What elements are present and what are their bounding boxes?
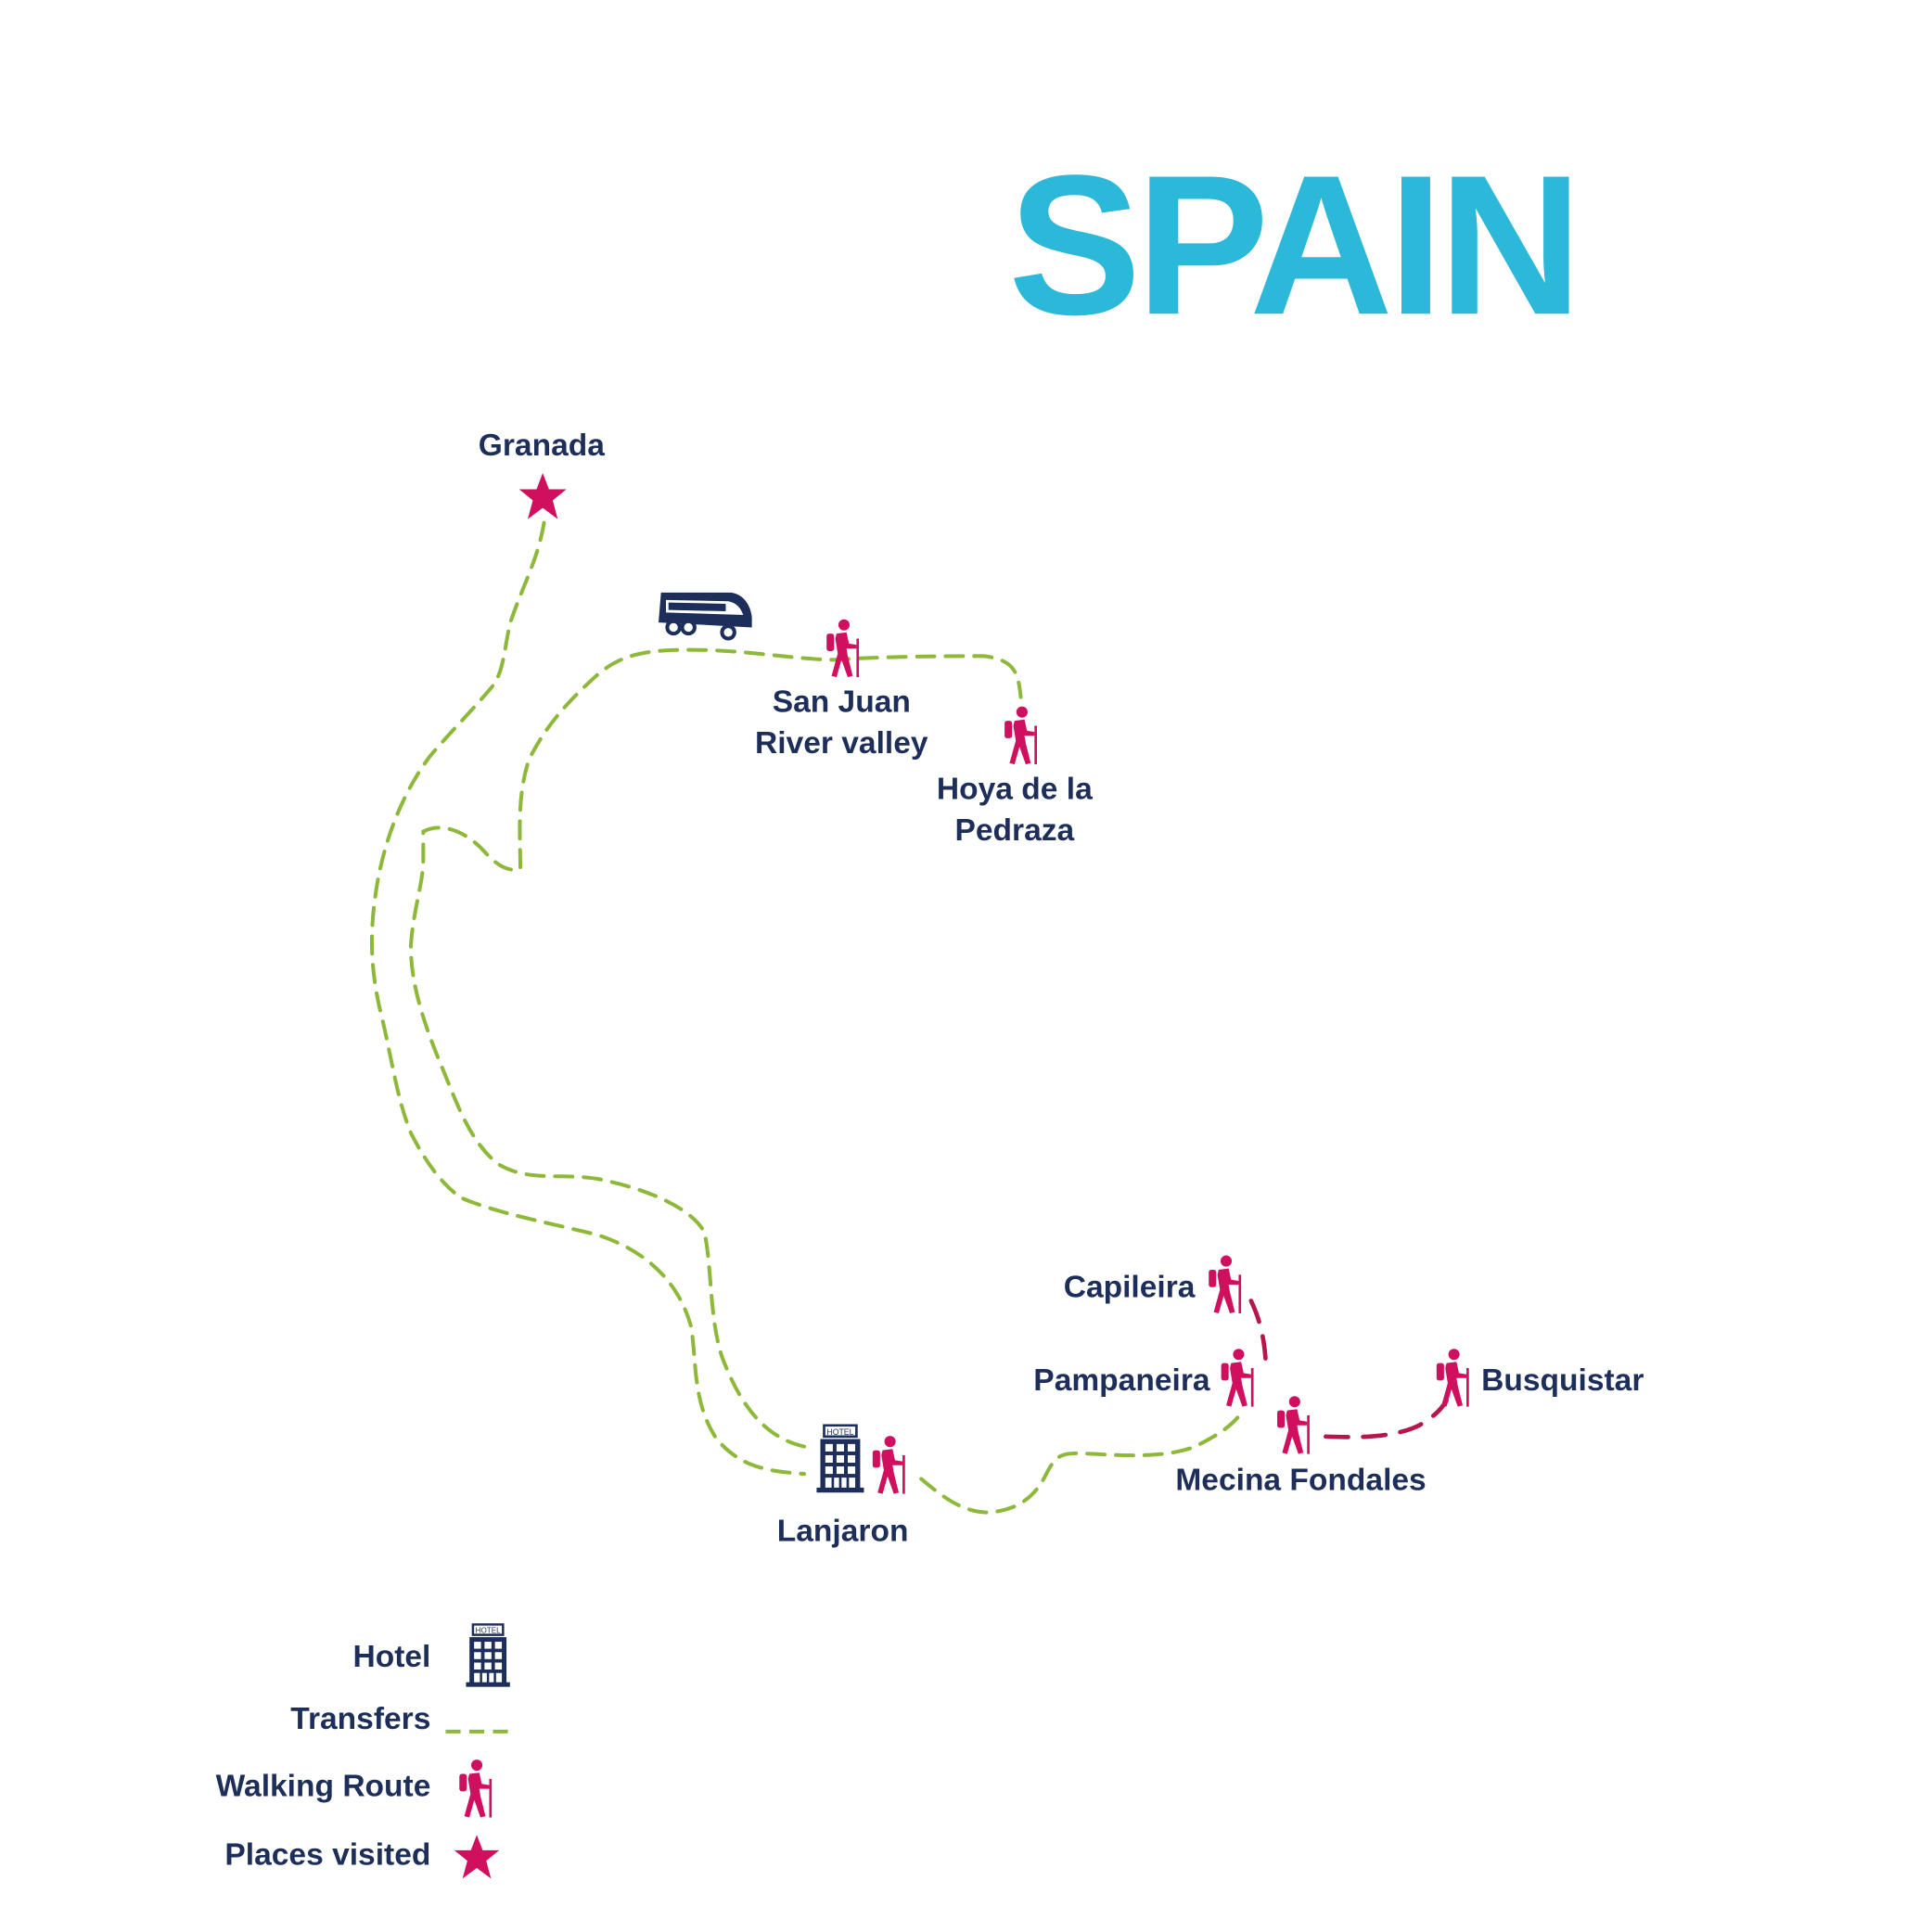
label-granada: Granada xyxy=(478,428,605,464)
legend-transfers-label: Transfers xyxy=(290,1701,431,1737)
label-pampaneira: Pampaneira xyxy=(1033,1363,1210,1399)
label-san-juan: San Juan River valley xyxy=(755,682,928,764)
legend-walking-label: Walking Route xyxy=(215,1769,431,1804)
legend-hotel-icon xyxy=(465,1623,512,1688)
label-line: Pedraza xyxy=(954,812,1075,848)
hiker-icon-lanjaron xyxy=(872,1436,905,1494)
bus-icon xyxy=(658,592,752,641)
label-busquistar: Busquistar xyxy=(1481,1363,1644,1399)
hiker-icon-busquistar xyxy=(1436,1349,1469,1407)
hiker-icon-capileira xyxy=(1209,1255,1242,1313)
legend-hotel-label: Hotel xyxy=(352,1639,431,1675)
hiker-icon-pampaneira xyxy=(1221,1349,1254,1407)
transfer-route-lanjaron-pedraza xyxy=(408,647,1023,1449)
label-line: San Juan xyxy=(772,685,911,720)
hotel-icon-lanjaron xyxy=(815,1424,865,1494)
star-icon xyxy=(518,473,567,519)
page-title: SPAIN xyxy=(1008,133,1582,356)
label-line: Hoya de la xyxy=(936,772,1093,807)
label-lanjaron: Lanjaron xyxy=(776,1514,909,1549)
label-mecina: Mecina Fondales xyxy=(1175,1463,1427,1498)
legend-hiker-icon xyxy=(459,1759,493,1818)
walking-route-capileira-pampaneira xyxy=(1248,1299,1269,1370)
hiker-icon-mecina xyxy=(1277,1396,1310,1454)
label-capileira: Capileira xyxy=(1063,1269,1196,1305)
transfer-route-lanjaron-pampaneira xyxy=(919,1409,1245,1515)
label-line: River valley xyxy=(755,725,928,761)
legend-star-icon xyxy=(454,1835,500,1879)
hiker-icon-hoya xyxy=(1004,706,1038,765)
walking-route-mecina-busquistar xyxy=(1324,1398,1449,1439)
hiker-icon-san-juan xyxy=(826,619,860,678)
transfer-route-granada-lanjaron xyxy=(369,520,807,1477)
label-hoya: Hoya de la Pedraza xyxy=(937,769,1093,851)
legend-places-label: Places visited xyxy=(224,1836,431,1873)
